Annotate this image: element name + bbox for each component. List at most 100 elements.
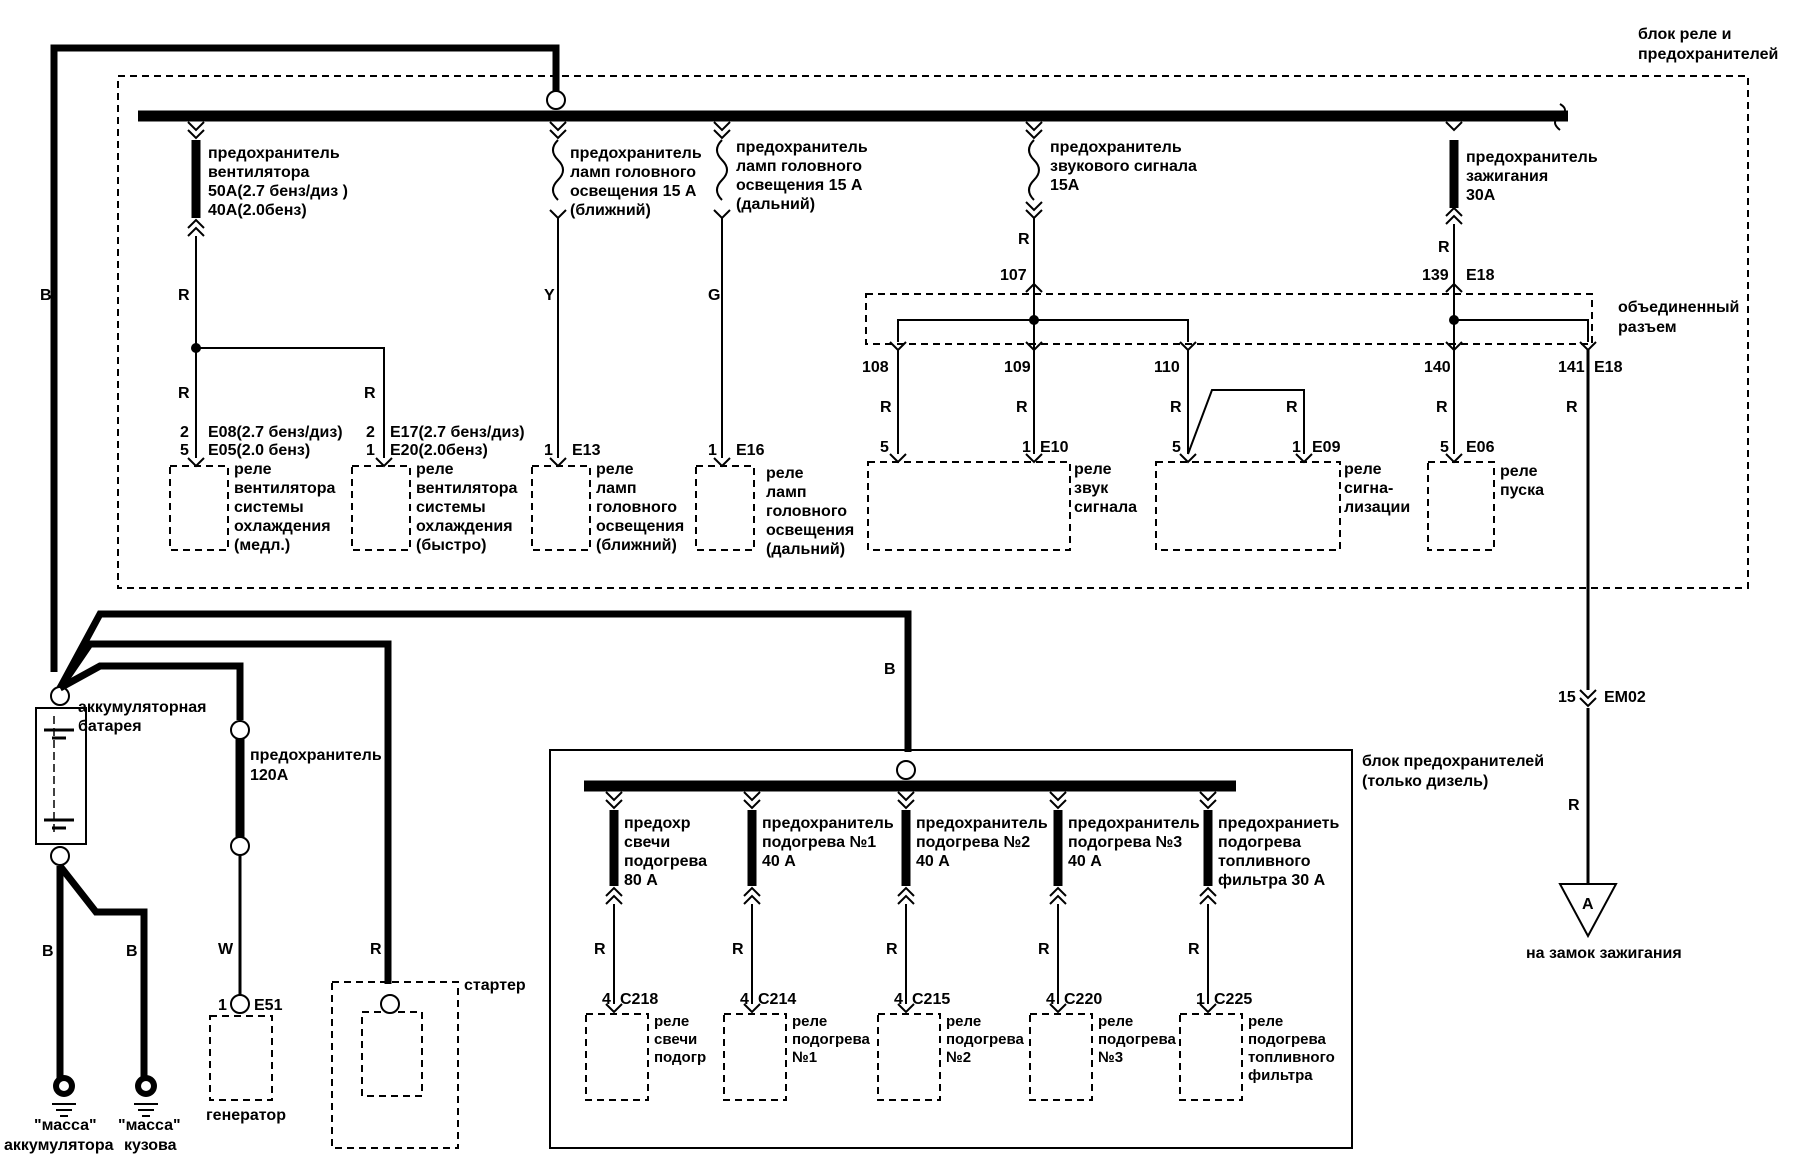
fan-fuse-label-1: предохранитель — [208, 145, 340, 162]
main-fuse-top-terminal — [230, 720, 250, 740]
fan-fuse-label-2: вентилятора — [208, 164, 310, 181]
ign-fuse-top-connector — [1445, 121, 1463, 132]
battery-box — [35, 707, 87, 845]
battery-ground-icon-center — [59, 1081, 69, 1091]
diesel-relay-4-conn: C220 — [1064, 991, 1102, 1008]
fan-fuse-wire-color-2: R — [178, 385, 190, 402]
horn-fuse-label-2: звукового сигнала — [1050, 158, 1197, 175]
fan-fast-wire-color: R — [364, 385, 376, 402]
diesel-fuse-4-top-connector — [1049, 791, 1067, 810]
pin-107-connector — [1025, 282, 1043, 293]
diesel-relay-4-box — [1029, 1013, 1093, 1101]
diesel-relay-1-label-2: свечи — [654, 1031, 697, 1048]
low-relay-label-4: освещения — [596, 518, 684, 535]
joint-connector-outline — [865, 293, 1593, 345]
alarm-relay-box — [1155, 461, 1341, 551]
wire-141-color: R — [1566, 399, 1578, 416]
diesel-relay-3-box — [877, 1013, 941, 1101]
starter-wire-color: R — [370, 941, 382, 958]
body-ground-wire-color: B — [126, 943, 138, 960]
fan-relay-slow-label-3: системы — [234, 499, 304, 516]
battery-ground-label-1: "масса" — [34, 1117, 97, 1134]
low-fuse-top-connector — [549, 121, 567, 140]
fan-relay-slow-conn-1: E08(2.7 бенз/диз) — [208, 424, 343, 441]
fan-splice-wire — [196, 347, 385, 458]
diesel-fuse-1-label-1: предохр — [624, 815, 691, 832]
low-fuse-label-4: (ближний) — [570, 202, 651, 219]
diesel-block-feed-wire — [56, 610, 912, 752]
diesel-fuse-2-top-connector — [743, 791, 761, 810]
alarm-relay-conn: E09 — [1312, 439, 1341, 456]
pin-110: 110 — [1154, 359, 1180, 376]
high-fuse-label-1: предохранитель — [736, 139, 868, 156]
fan-relay-slow-pin-2: 5 — [180, 442, 189, 459]
diesel-fuse-5-bottom-connector — [1199, 886, 1217, 905]
fan-relay-fast-label-5: (быстро) — [416, 537, 486, 554]
alarm-relay-label-3: лизации — [1344, 499, 1410, 516]
diesel-fuse-1-bottom-connector — [605, 886, 623, 905]
high-fuse-label-3: освещения 15 А — [736, 177, 863, 194]
high-relay-label-1: реле — [766, 465, 804, 482]
battery-ground-symbol — [52, 1103, 76, 1117]
fan-relay-fast-label-3: системы — [416, 499, 486, 516]
diesel-fuse-3-bottom-connector — [897, 886, 915, 905]
low-fuse-wire-color: Y — [544, 287, 555, 304]
diesel-fuse-2-label-1: предохранитель — [762, 815, 894, 832]
fan-relay-slow-pin-1: 2 — [180, 424, 189, 441]
fan-relay-fast-conn-1: E17(2.7 бенз/диз) — [390, 424, 525, 441]
pin-139: 139 — [1422, 267, 1449, 284]
fan-relay-slow-box — [169, 465, 229, 551]
generator-box — [209, 1015, 273, 1101]
battery-ground-label-2: аккумулятора — [4, 1137, 114, 1154]
alarm-relay-wire — [1187, 389, 1305, 455]
generator-conn: E51 — [254, 997, 283, 1014]
horn-fuse-top-connector — [1025, 121, 1043, 140]
diesel-relay-4-label-3: №3 — [1098, 1049, 1123, 1066]
fan-relay-fast-label-1: реле — [416, 461, 454, 478]
joint-connector-label-2: разъем — [1618, 319, 1677, 336]
low-fuse-label-1: предохранитель — [570, 145, 702, 162]
high-fuse-label-4: (дальний) — [736, 196, 815, 213]
diesel-relay-3-pin — [897, 1003, 915, 1014]
starter-label: стартер — [464, 977, 526, 994]
pin-109: 109 — [1004, 359, 1031, 376]
battery-label-2: батарея — [78, 718, 142, 735]
low-fuse-element — [552, 139, 564, 201]
low-fuse-label-2: ламп головного — [570, 164, 696, 181]
diesel-relay-2-label-2: подогрева — [792, 1031, 870, 1048]
pin-141-conn: E18 — [1594, 359, 1623, 376]
diesel-fuse-1-label-2: свечи — [624, 834, 670, 851]
diesel-fuse-1-label-4: 80 А — [624, 872, 658, 889]
low-relay-pin — [549, 457, 567, 468]
horn-relay-box — [867, 461, 1071, 551]
diesel-fuse-3-label-3: 40 А — [916, 853, 950, 870]
diesel-fuse-5-top-connector — [1199, 791, 1217, 810]
generator-pin: 1 — [218, 997, 227, 1014]
diesel-fuse-2-label-2: подогрева №1 — [762, 834, 876, 851]
body-ground-label-2: кузова — [124, 1137, 177, 1154]
diesel-relay-5-label-2: подогрева — [1248, 1031, 1326, 1048]
diesel-fuse-1-top-connector — [605, 791, 623, 810]
diesel-relay-3-conn: C215 — [912, 991, 950, 1008]
diesel-fuse-5-label-2: подогрева — [1218, 834, 1301, 851]
diesel-feed-wire-color: B — [884, 661, 896, 678]
fan-relay-fast-pin — [375, 457, 393, 468]
diesel-fuse-4-bottom-connector — [1049, 886, 1067, 905]
fan-relay-fast-conn-2: E20(2.0бенз) — [390, 442, 488, 459]
diesel-relay-1-wire-color: R — [594, 941, 606, 958]
ign-fuse-wire-color: R — [1438, 239, 1450, 256]
ignition-wire-color: R — [1568, 797, 1580, 814]
fan-relay-slow-label-2: вентилятора — [234, 480, 336, 497]
battery-label-1: аккумуляторная — [78, 699, 206, 716]
diesel-fuse-4-label-3: 40 А — [1068, 853, 1102, 870]
battery-feed-wire-color: B — [40, 287, 52, 304]
diesel-relay-2-pin — [743, 1003, 761, 1014]
high-relay-label-5: (дальний) — [766, 541, 845, 558]
start-relay-label-1: реле — [1500, 463, 1538, 480]
diesel-fuse-5-label-1: предохраниеть — [1218, 815, 1339, 832]
diesel-relay-3-label-1: реле — [946, 1013, 981, 1030]
starter-terminal — [380, 994, 400, 1014]
diesel-relay-3-wire-color: R — [886, 941, 898, 958]
low-relay-label-5: (ближний) — [596, 537, 677, 554]
high-fuse-top-connector — [713, 121, 731, 140]
